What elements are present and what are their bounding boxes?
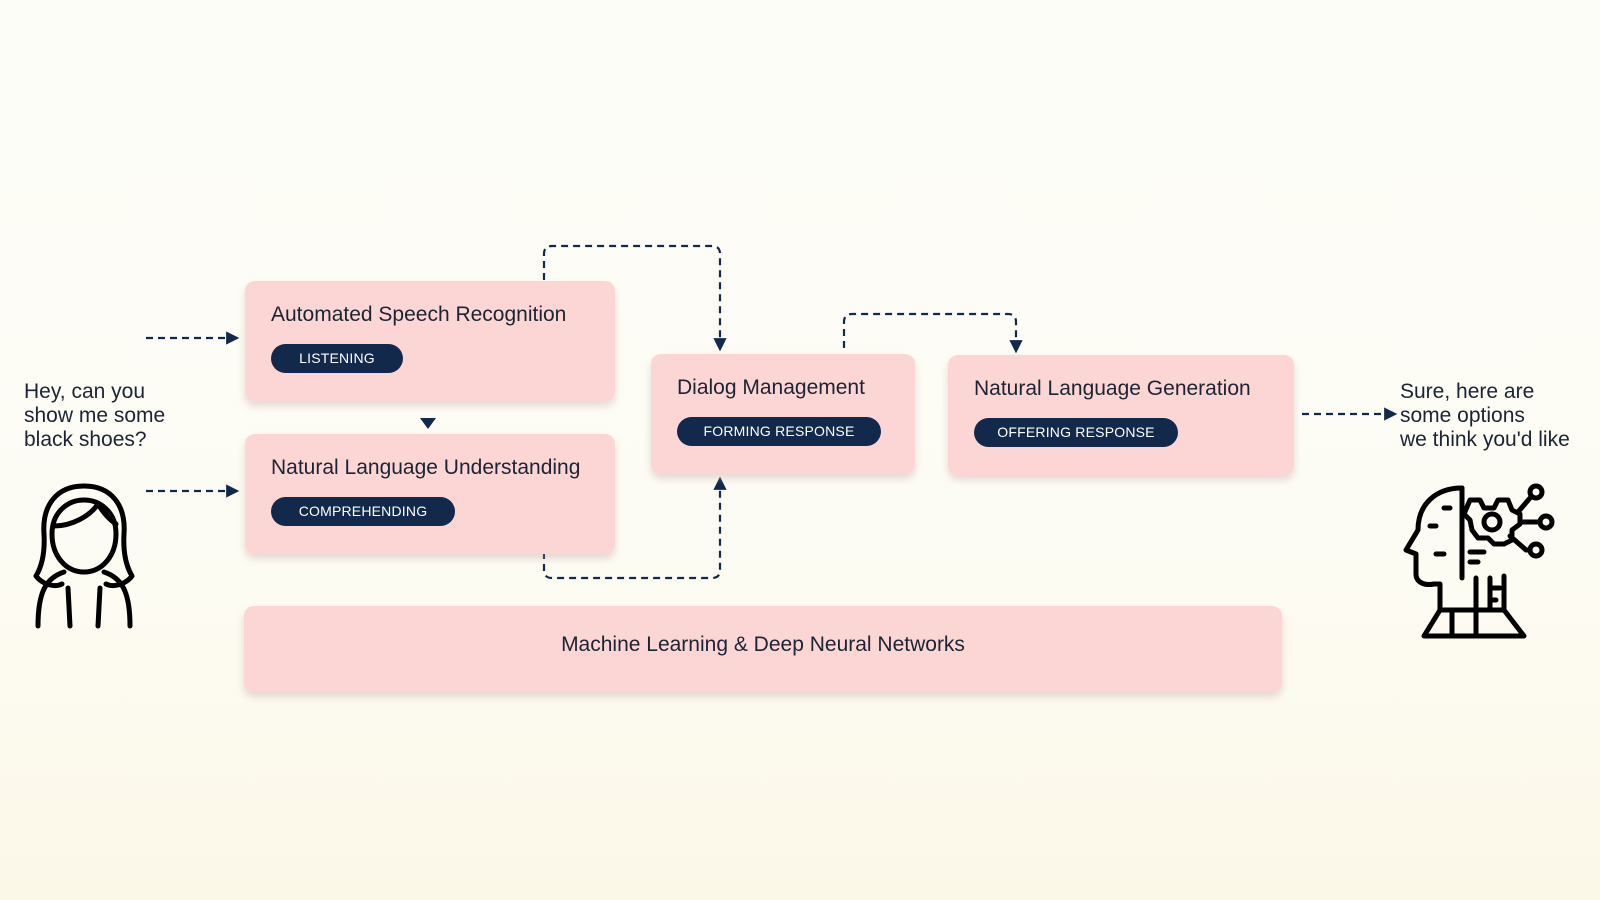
arrow-dm-to-nlg: [842, 312, 1023, 354]
user-utterance-line: Hey, can you: [24, 380, 146, 403]
dm-status-badge: FORMING RESPONSE: [677, 417, 881, 446]
user-utterance-line: black shoes?: [24, 428, 147, 451]
ai-robot-head-icon: [1403, 483, 1555, 639]
user-utterance-line: show me some: [24, 404, 166, 427]
bot-response: Sure, here are some options we think you…: [1400, 380, 1570, 452]
nlu-stage-box: Natural Language Understanding COMPREHEN…: [245, 434, 615, 554]
nlu-status-badge: COMPREHENDING: [271, 497, 455, 526]
arrow-asr-to-nlu: [420, 418, 436, 429]
bot-response-line: Sure, here are: [1400, 380, 1535, 403]
foundation-layer-label: Machine Learning & Deep Neural Networks: [561, 633, 965, 656]
nlg-status-badge: OFFERING RESPONSE: [974, 418, 1178, 447]
asr-status-badge: LISTENING: [271, 344, 403, 373]
asr-stage-box: Automated Speech Recognition LISTENING: [245, 281, 615, 401]
arrow-nlu-to-dm: [542, 476, 727, 580]
nlu-stage-title: Natural Language Understanding: [271, 456, 581, 479]
dm-stage-box: Dialog Management FORMING RESPONSE: [651, 354, 915, 474]
woman-user-icon: [33, 483, 135, 629]
nlg-stage-title: Natural Language Generation: [974, 377, 1251, 400]
nlg-stage-box: Natural Language Generation OFFERING RES…: [948, 355, 1294, 475]
arrow-asr-to-dm: [542, 244, 727, 352]
dm-stage-title: Dialog Management: [677, 376, 865, 399]
bot-response-line: some options: [1400, 404, 1525, 427]
bot-response-line: we think you'd like: [1400, 428, 1570, 451]
foundation-layer-box: Machine Learning & Deep Neural Networks: [244, 606, 1282, 692]
asr-stage-title: Automated Speech Recognition: [271, 303, 567, 326]
user-utterance: Hey, can you show me some black shoes?: [24, 380, 165, 452]
